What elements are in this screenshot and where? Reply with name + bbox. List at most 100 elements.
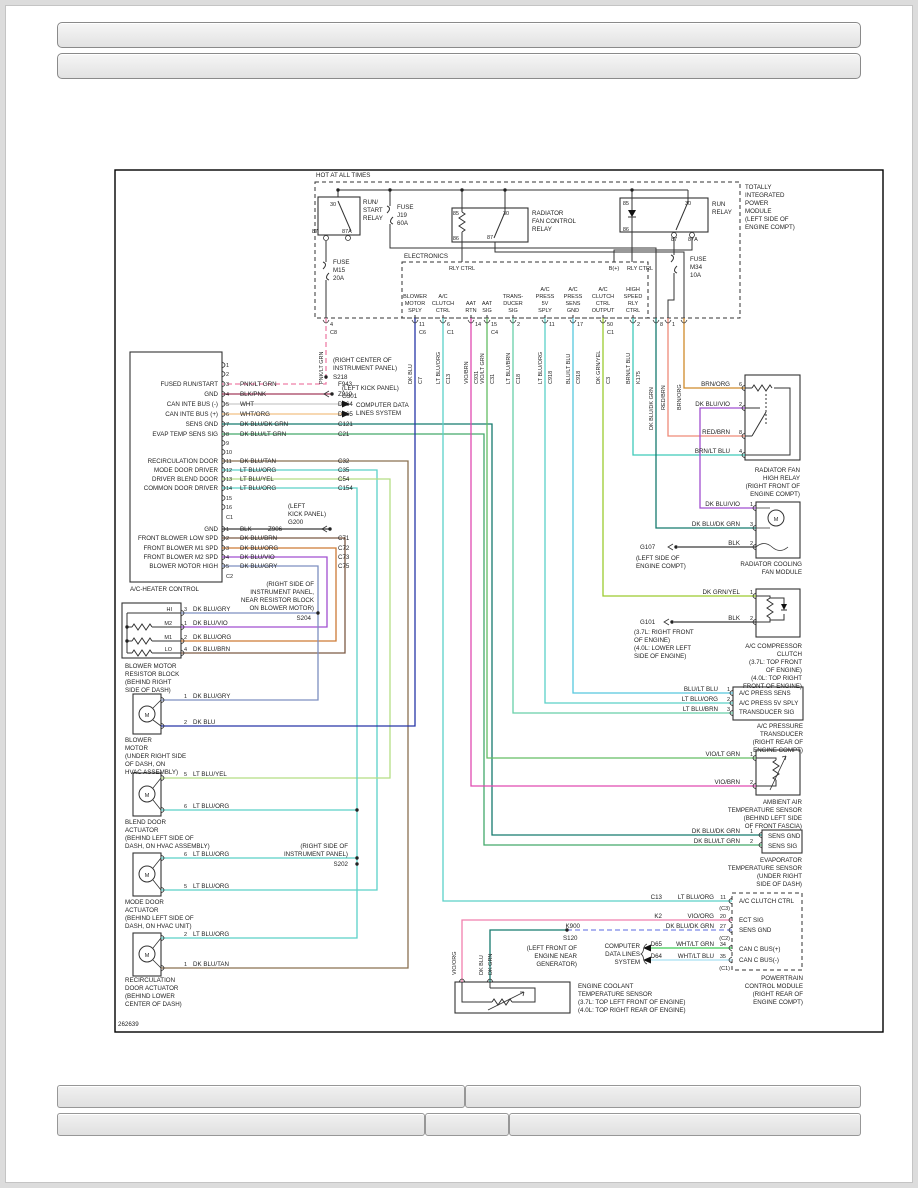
diagram-text: SENS GND xyxy=(768,833,801,840)
diagram-text: DK BLU/VIO xyxy=(695,401,730,408)
diagram-text: CTRL xyxy=(626,308,640,314)
diagram-text: C7 xyxy=(418,377,424,384)
diagram-text: 4 xyxy=(184,647,187,653)
diagram-text: M34 xyxy=(690,264,703,271)
collapsed-header-bar-1[interactable] xyxy=(57,22,861,48)
diagram-text: 87 xyxy=(671,237,677,243)
diagram-text: WHT/LT GRN xyxy=(676,941,714,948)
diagram-text: G301 xyxy=(342,393,358,400)
diagram-text: DK BLU/ORG xyxy=(193,634,231,641)
diagram-text: BLK/PNK xyxy=(240,391,267,398)
diagram-text: ECT SIG xyxy=(739,917,764,924)
diagram-text: 3 xyxy=(750,522,753,528)
diagram-text: 15 xyxy=(226,496,232,502)
mode-actuator-box xyxy=(132,852,162,897)
diagram-text: CTRL xyxy=(436,308,450,314)
diagram-text: HVAC ASSEMBLY) xyxy=(125,769,178,776)
diagram-text: RLY CTRL xyxy=(449,266,475,272)
collapsed-header-bar-2[interactable] xyxy=(57,53,861,79)
electronics-box xyxy=(401,261,649,319)
diagram-text: HIGH RELAY xyxy=(763,475,800,482)
diagram-text: RLY CTRL xyxy=(627,266,653,272)
diagram-text: BRN/ORG xyxy=(677,384,683,410)
diagram-text: RELAY xyxy=(363,215,383,222)
diagram-text: 6 xyxy=(226,412,229,418)
diagram-text: DK BLU/DK GRN xyxy=(649,387,655,430)
diagram-text: D65 xyxy=(651,941,663,948)
diagram-text: COMPUTER xyxy=(605,943,641,950)
diagram-text: S204 xyxy=(297,615,312,622)
diagram-text: AAT xyxy=(466,301,477,307)
diagram-text: DK GRN xyxy=(488,954,494,975)
diagram-text: (BEHIND LEFT SIDE xyxy=(744,815,802,822)
diagram-text: Z906 xyxy=(268,526,283,533)
diagram-text: C54 xyxy=(338,476,350,483)
diagram-text: (BEHIND LEFT SIDE OF xyxy=(125,835,194,842)
diagram-text: SIDE OF DASH) xyxy=(756,881,802,888)
can-arrow-icon xyxy=(342,410,350,418)
pcm-box xyxy=(731,892,803,971)
diagram-text: DK BLU/DK GRN xyxy=(240,421,288,428)
diagram-text: 85 xyxy=(453,211,459,217)
diagram-text: 5 xyxy=(184,772,187,778)
diagram-text: ENGINE NEAR xyxy=(534,953,577,960)
diagram-text: RTN xyxy=(465,308,476,314)
diagram-text: DK BLU/BRN xyxy=(193,646,230,653)
diagram-text: 8 xyxy=(660,322,663,328)
diagram-text: FAN CONTROL xyxy=(532,218,577,225)
diagram-text: 2 xyxy=(517,322,520,328)
diagram-text: BLEND DOOR xyxy=(125,819,166,826)
diagram-text: COMPUTER DATA xyxy=(356,402,410,409)
diagram-text: 7 xyxy=(226,422,229,428)
diagram-text: SYSTEM xyxy=(615,959,640,966)
diagram-text: ENGINE COMPT) xyxy=(753,999,803,1006)
diagram-text: VIO/BRN xyxy=(715,779,740,786)
diagram-text: (LEFT SIDE OF xyxy=(745,216,789,223)
diagram-text: (RIGHT CENTER OF xyxy=(333,357,392,364)
diagram-text: LT BLU/ORG xyxy=(682,696,718,703)
diagram-text: DK GRN/YEL xyxy=(703,589,741,596)
diagram-text: FRONT OF ENGINE) xyxy=(743,683,802,690)
diagram-text: BLU/LT BLU xyxy=(684,686,718,693)
diagram-text: A/C xyxy=(540,287,549,293)
diagram-text: WHT/LT BLU xyxy=(678,953,714,960)
diagram-text: RUN xyxy=(712,201,725,208)
diagram-text: 60A xyxy=(397,220,409,227)
diagram-text: PNK/LT GRN xyxy=(240,381,277,388)
diagram-text: 16 xyxy=(226,505,232,511)
diagram-text: MOTOR xyxy=(405,301,425,307)
diagram-text: D364 xyxy=(338,401,353,408)
diagram-text: C1 xyxy=(607,330,614,336)
ambient-thermistor xyxy=(756,755,787,791)
diagram-text: C918 xyxy=(576,371,582,384)
diagram-text: 87 xyxy=(487,235,493,241)
footer-cell xyxy=(57,1085,465,1108)
diagram-text: GND xyxy=(567,308,579,314)
diagram-text: DK BLU/DK GRN xyxy=(692,828,740,835)
diagram-text: GND xyxy=(204,391,218,398)
diagram-text: 14 xyxy=(475,322,481,328)
can-arrow-icon xyxy=(643,944,651,952)
diagram-text: RED/BRN xyxy=(702,429,730,436)
diagram-text: INSTRUMENT PANEL) xyxy=(284,851,348,858)
diagram-text: S202 xyxy=(334,861,349,868)
footer-cell xyxy=(57,1113,425,1136)
diagram-text: SENS xyxy=(566,301,581,307)
diagram-text: (RIGHT FRONT OF xyxy=(746,483,801,490)
diagram-text: 35 xyxy=(720,954,726,960)
diagram-text: RELAY xyxy=(712,209,732,216)
resistor-block-internal xyxy=(126,612,181,657)
can-arrow-icon xyxy=(342,400,350,408)
diagram-text: M xyxy=(145,953,150,959)
radiator-fan-high-relay-box xyxy=(744,374,801,461)
diagram-text: DK BLU xyxy=(193,719,215,726)
diagram-text: 87A xyxy=(342,229,352,235)
diagram-text: LT BLU/ORG xyxy=(240,485,276,492)
